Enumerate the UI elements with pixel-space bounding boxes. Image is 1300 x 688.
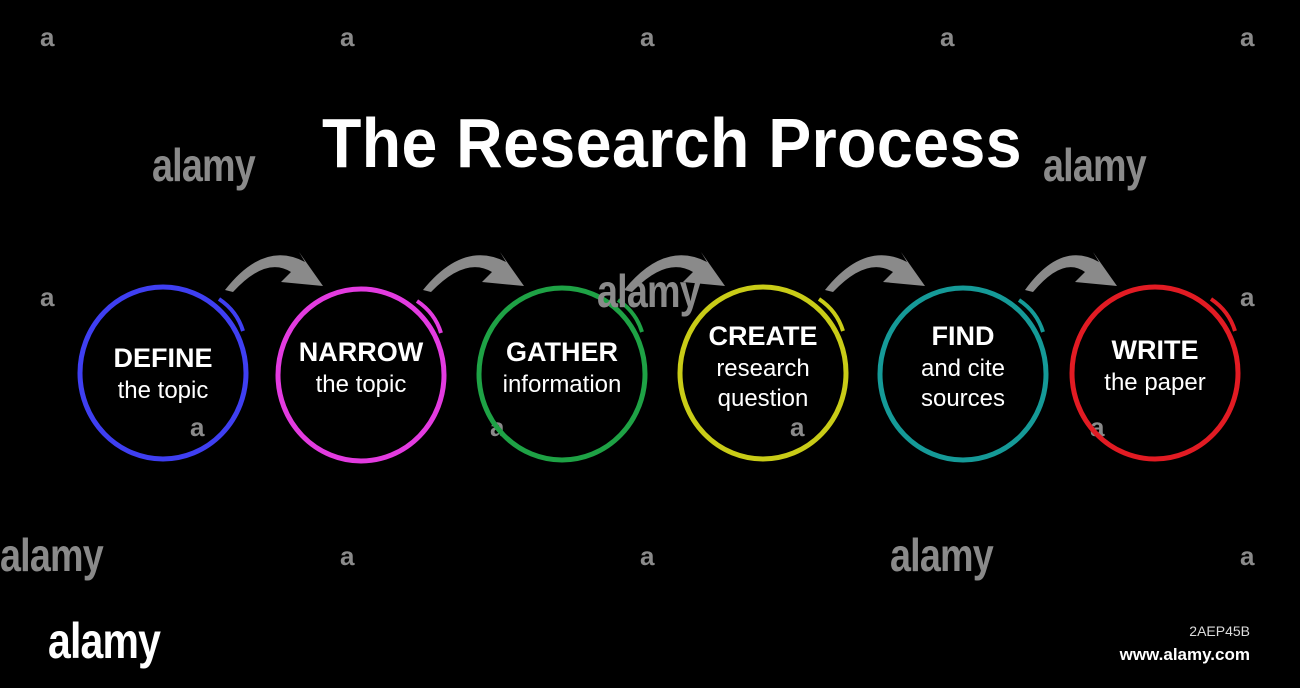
step-label: GATHER bbox=[506, 337, 618, 367]
step-description: the topic bbox=[117, 376, 209, 404]
page-title: The Research Process bbox=[321, 104, 1023, 182]
step-1: DEFINE the topic bbox=[78, 342, 248, 406]
step-description: the paper bbox=[1104, 368, 1206, 396]
watermark-logo: alamy bbox=[597, 265, 701, 317]
step-2: NARROW the topic bbox=[276, 336, 446, 400]
arrow-5 bbox=[1025, 252, 1117, 292]
watermark-logo: alamy bbox=[152, 139, 256, 191]
step-ring-2 bbox=[275, 286, 447, 464]
watermark-logo: alamy bbox=[1043, 139, 1147, 191]
watermark-letter: a bbox=[340, 541, 355, 571]
step-ring-6 bbox=[1069, 284, 1241, 462]
step-6: WRITE the paper bbox=[1070, 334, 1240, 398]
watermark-letter: a bbox=[190, 412, 205, 442]
step-ring-1 bbox=[77, 284, 249, 462]
watermark-letter: a bbox=[640, 22, 655, 52]
watermark-letter: a bbox=[40, 282, 55, 312]
arrow-1 bbox=[225, 252, 323, 292]
step-ring-3 bbox=[476, 285, 648, 463]
step-label: WRITE bbox=[1111, 335, 1199, 365]
rings-group bbox=[77, 284, 1241, 464]
stock-url: www.alamy.com bbox=[1119, 645, 1250, 664]
step-label: NARROW bbox=[298, 337, 424, 367]
step-ring-4 bbox=[677, 284, 849, 462]
arrow-3 bbox=[624, 252, 725, 292]
image-id: 2AEP45B bbox=[1189, 623, 1250, 639]
watermark-letter: a bbox=[340, 22, 355, 52]
step-label: DEFINE bbox=[113, 343, 213, 373]
step-label: FIND bbox=[931, 321, 995, 351]
alamy-logo: alamy bbox=[48, 613, 161, 669]
step-3: GATHER information bbox=[477, 336, 647, 400]
watermark-letter: a bbox=[40, 22, 55, 52]
step-ring-5 bbox=[877, 285, 1049, 463]
watermark-letter: a bbox=[790, 412, 805, 442]
step-description: research question bbox=[716, 354, 810, 412]
watermark-letter: a bbox=[940, 22, 955, 52]
watermark-logo: alamy bbox=[0, 529, 104, 581]
watermark-letter: a bbox=[1240, 22, 1255, 52]
step-description: the topic bbox=[315, 370, 407, 398]
watermark-logo: alamy bbox=[890, 529, 994, 581]
arrows-group bbox=[225, 252, 1117, 292]
step-description: information bbox=[502, 370, 622, 398]
arrow-2 bbox=[423, 252, 524, 292]
arrow-4 bbox=[825, 252, 925, 292]
step-description: and cite sources bbox=[920, 354, 1006, 412]
watermark-letter: a bbox=[640, 541, 655, 571]
watermark-letter: a bbox=[1240, 282, 1255, 312]
step-label: CREATE bbox=[708, 321, 818, 351]
watermark-letter: a bbox=[1240, 541, 1255, 571]
